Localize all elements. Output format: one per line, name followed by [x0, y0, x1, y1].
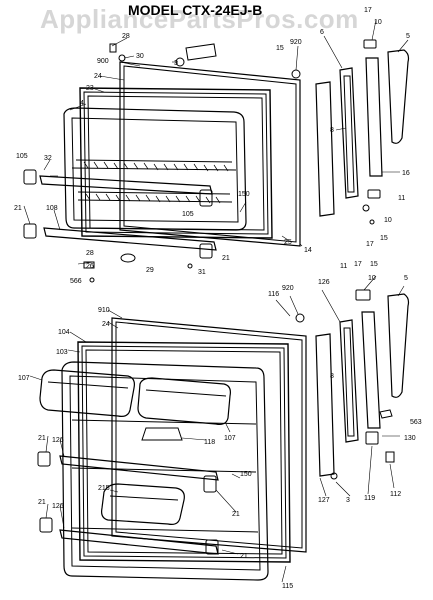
- callout: 21: [14, 205, 22, 212]
- callout: 126: [318, 279, 330, 286]
- callout: 118: [204, 439, 215, 446]
- callout: 103: [56, 349, 68, 356]
- callout: 10: [374, 19, 382, 26]
- callout: 6: [320, 29, 324, 36]
- callout: 105: [16, 153, 28, 160]
- callout: 17: [354, 261, 362, 268]
- callout: 4: [80, 100, 84, 107]
- callout: 5: [404, 275, 408, 282]
- callout: 11: [398, 195, 405, 202]
- callout: 126: [52, 437, 64, 444]
- callout: 29: [146, 267, 154, 274]
- callout: 21: [38, 435, 46, 442]
- callout: 15: [276, 45, 284, 52]
- watermark: AppliancePartsPros.com: [40, 4, 359, 34]
- callout: 119: [364, 495, 375, 502]
- model-title: MODEL CTX-24EJ-B: [128, 2, 263, 18]
- callout: 116: [268, 291, 279, 298]
- callout: 107: [18, 375, 30, 382]
- callout: 21: [232, 511, 240, 518]
- callout: 10: [368, 275, 376, 282]
- callout: 107: [224, 435, 236, 442]
- callout: 21: [240, 553, 248, 560]
- callout: 14: [304, 247, 312, 254]
- callout: 24: [94, 73, 102, 80]
- callout: 28: [86, 250, 94, 257]
- callout: 25: [284, 239, 292, 246]
- callout: 28: [122, 33, 130, 40]
- fresh-food-callout-labels: 910 24 104 103 107 21 126 21 126 215 118…: [18, 261, 422, 590]
- callout: 563: [410, 419, 422, 426]
- callout: 30: [136, 53, 144, 60]
- callout: 108: [46, 205, 58, 212]
- freezer-door-assembly: [23, 19, 410, 283]
- callout: 10: [384, 217, 392, 224]
- callout: 15: [370, 261, 378, 268]
- callout: 3: [174, 60, 178, 67]
- callout: 21: [38, 499, 46, 506]
- callout: 16: [402, 170, 410, 177]
- callout: 566: [70, 278, 82, 285]
- callout: 26: [86, 263, 94, 270]
- callout: 8: [330, 127, 334, 134]
- fresh-food-door-assembly: [29, 275, 410, 583]
- callout: 115: [282, 583, 293, 590]
- callout: 8: [330, 373, 334, 380]
- callout: 5: [406, 33, 410, 40]
- callout: 15: [380, 235, 388, 242]
- callout: 11: [340, 263, 347, 270]
- callout: 104: [58, 329, 70, 336]
- callout: 21: [222, 255, 230, 262]
- callout: 127: [318, 497, 330, 504]
- callout: 105: [182, 211, 194, 218]
- callout: 31: [198, 269, 206, 276]
- callout: 126: [52, 503, 64, 510]
- callout: 23: [86, 85, 94, 92]
- callout: 910: [98, 307, 110, 314]
- callout: 150: [238, 191, 250, 198]
- freezer-callout-labels: 28 30 900 3 24 23 4 105 32 21 108 28 26 …: [14, 7, 410, 285]
- callout: 112: [390, 491, 401, 498]
- callout: 900: [97, 58, 109, 65]
- callout: 32: [44, 155, 52, 162]
- callout: 130: [404, 435, 416, 442]
- callout: 17: [364, 7, 372, 14]
- callout: 215: [98, 485, 110, 492]
- callout: 920: [290, 39, 302, 46]
- callout: 3: [346, 497, 350, 504]
- callout: 24: [102, 321, 110, 328]
- callout: 17: [366, 241, 374, 248]
- callout: 920: [282, 285, 294, 292]
- callout: 150: [240, 471, 252, 478]
